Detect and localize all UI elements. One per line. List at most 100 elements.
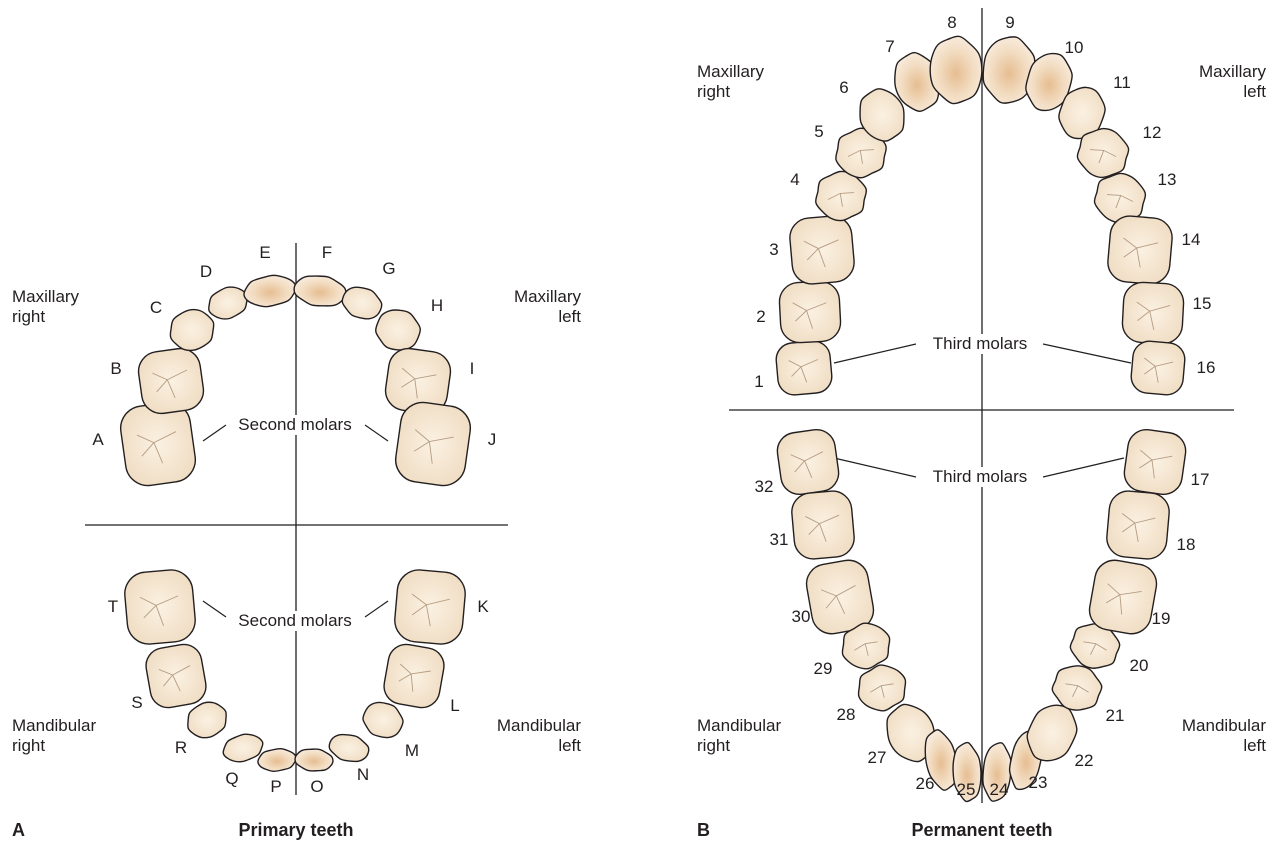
quadrant-line: right	[12, 307, 46, 326]
primary-tooth	[243, 274, 297, 308]
tooth-label: K	[477, 597, 489, 616]
quadrant-line: right	[12, 736, 46, 755]
primary-tooth	[169, 308, 215, 352]
tooth-label: 18	[1176, 535, 1196, 554]
tooth-label: 7	[885, 37, 895, 56]
tooth-label: 22	[1074, 751, 1094, 770]
permanent-tooth	[778, 280, 842, 344]
permanent-tooth	[1088, 559, 1158, 635]
permanent-tooth	[857, 664, 907, 712]
tooth-label: N	[356, 765, 370, 784]
permanent-tooth	[1051, 665, 1103, 711]
quadrant-line: Mandibular	[1181, 716, 1266, 735]
tooth-label: 21	[1105, 706, 1125, 725]
permanent-tooth	[1025, 52, 1073, 112]
tooth-label: 12	[1142, 123, 1162, 142]
tooth-label: 4	[790, 170, 800, 189]
tooth-label: 27	[867, 748, 887, 767]
permanent-tooth	[815, 170, 868, 222]
tooth-label: 23	[1028, 773, 1048, 792]
primary-tooth	[187, 701, 227, 739]
quadrant-line: Mandibular	[12, 716, 97, 735]
tooth-label: J	[487, 430, 497, 449]
primary-tooth	[208, 286, 248, 320]
tooth-label: D	[199, 262, 213, 281]
quadrant-line: left	[558, 736, 581, 755]
tooth-label: 2	[756, 307, 766, 326]
tooth-label: 24	[989, 780, 1009, 799]
tooth-label: 30	[791, 607, 811, 626]
permanent-tooth	[789, 215, 855, 285]
permanent-callout-lower: Third molars	[931, 467, 1029, 487]
permanent-tooth	[805, 559, 875, 635]
primary-tooth	[328, 733, 370, 763]
tooth-label: 13	[1157, 170, 1177, 189]
tooth-label: H	[430, 296, 444, 315]
permanent-tooth	[952, 741, 982, 803]
tooth-label: Q	[225, 769, 239, 788]
permanent-tooth	[775, 340, 833, 396]
permanent-callout-upper: Third molars	[931, 334, 1029, 354]
primary-tooth	[394, 569, 466, 645]
primary-callout-lower: Second molars	[237, 611, 353, 631]
tooth-label: C	[149, 298, 163, 317]
quadrant-line: Mandibular	[496, 716, 581, 735]
primary-tooth	[362, 701, 404, 739]
primary-quadrant-maxillary-left: Maxillary left	[470, 287, 581, 327]
tooth-label: 10	[1064, 38, 1084, 57]
quadrant-line: left	[1243, 736, 1266, 755]
primary-quadrant-mandibular-left: Mandibular left	[460, 716, 581, 756]
permanent-quadrant-maxillary-left: Maxillary left	[1150, 62, 1266, 102]
permanent-tooth	[1130, 340, 1186, 396]
tooth-label: 15	[1192, 294, 1212, 313]
tooth-label: P	[270, 777, 282, 796]
permanent-tooth	[982, 36, 1036, 104]
primary-tooth	[137, 347, 205, 415]
permanent-tooth	[929, 35, 983, 105]
tooth-label: 5	[814, 122, 824, 141]
tooth-label: B	[110, 359, 122, 378]
quadrant-line: Maxillary	[697, 62, 765, 81]
permanent-quadrant-maxillary-right: Maxillary right	[697, 62, 764, 102]
tooth-label: S	[131, 693, 143, 712]
tooth-label: 28	[836, 705, 856, 724]
tooth-label: 1	[754, 372, 764, 391]
quadrant-line: right	[697, 82, 731, 101]
tooth-label: 20	[1129, 656, 1149, 675]
permanent-quadrant-mandibular-right: Mandibular right	[697, 716, 781, 756]
tooth-label: G	[382, 259, 396, 278]
permanent-quadrant-mandibular-left: Mandibular left	[1140, 716, 1266, 756]
tooth-label: 29	[813, 659, 833, 678]
tooth-label: 9	[1005, 13, 1015, 32]
tooth-label: 8	[947, 13, 957, 32]
primary-callout-upper: Second molars	[237, 415, 353, 435]
primary-quadrant-mandibular-right: Mandibular right	[12, 716, 96, 756]
tooth-label: 14	[1181, 230, 1201, 249]
permanent-tooth	[859, 88, 905, 142]
permanent-tooth	[776, 428, 840, 496]
tooth-label: 11	[1113, 73, 1131, 92]
primary-quadrant-maxillary-right: Maxillary right	[12, 287, 79, 327]
tooth-label: 6	[839, 78, 849, 97]
permanent-tooth	[1107, 215, 1173, 285]
tooth-label: 3	[769, 240, 779, 259]
primary-tooth	[341, 286, 383, 320]
tooth-label: A	[92, 430, 104, 449]
tooth-label: F	[321, 243, 333, 262]
primary-tooth	[145, 643, 207, 709]
permanent-tooth	[894, 51, 940, 112]
permanent-tooth	[1121, 281, 1185, 345]
callout-leaders	[202, 343, 1132, 618]
primary-tooth	[222, 733, 264, 763]
primary-caption: Primary teeth	[238, 820, 354, 840]
primary-tooth	[394, 401, 472, 487]
permanent-tooth	[1076, 127, 1130, 179]
primary-tooth	[375, 309, 421, 351]
permanent-tooth	[1123, 428, 1187, 496]
permanent-tooth	[1026, 704, 1078, 762]
permanent-tooth	[1093, 172, 1147, 224]
tooth-label: T	[107, 597, 119, 616]
quadrant-line: left	[1243, 82, 1266, 101]
permanent-tooth	[791, 490, 855, 560]
